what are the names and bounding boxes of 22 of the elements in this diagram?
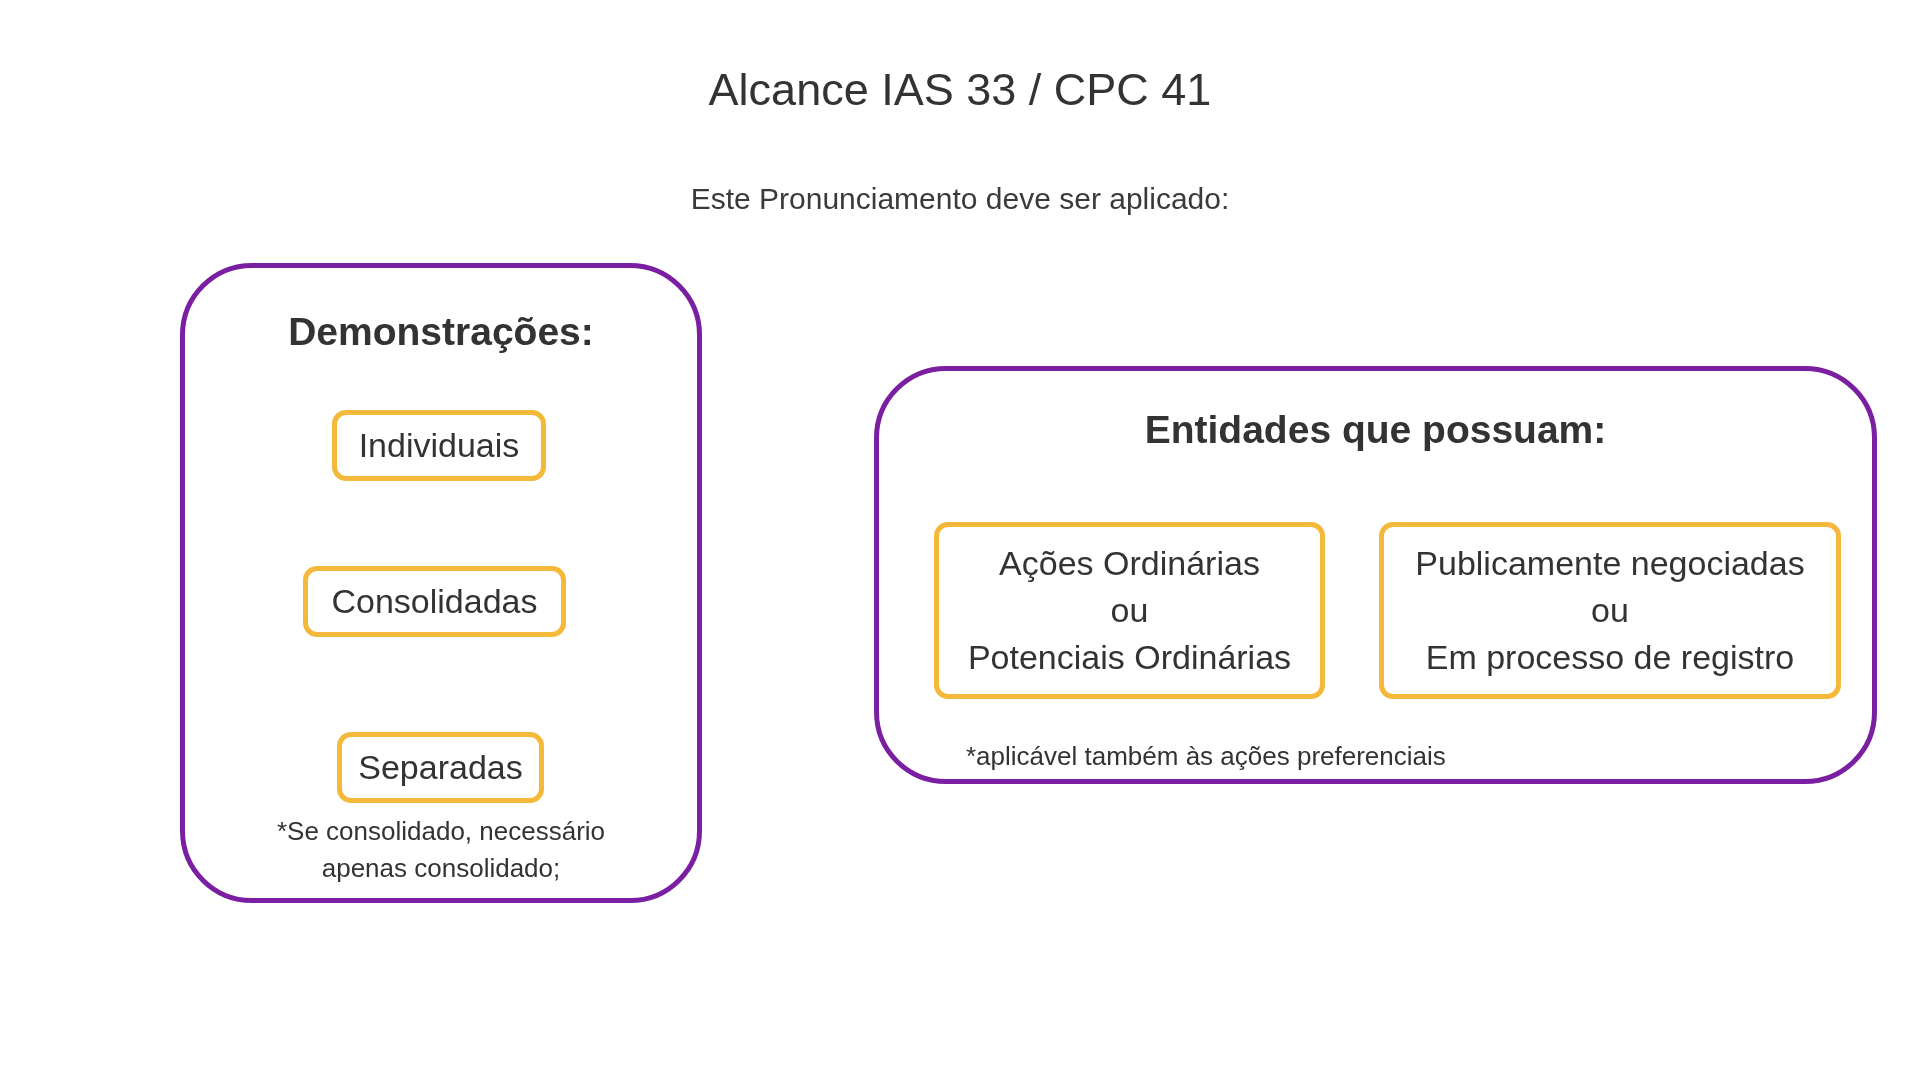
panel-heading: Demonstrações: [287, 309, 595, 355]
box-label: ou [1110, 590, 1149, 631]
box-label: Consolidadas [331, 581, 538, 622]
box-label: ou [1591, 590, 1629, 631]
category-box [934, 522, 1325, 699]
intro-text: Este Pronunciamento deve ser aplicado: [689, 181, 1231, 217]
box-label: Em processo de registro [1425, 637, 1795, 678]
category-box [1379, 522, 1841, 699]
diagram-title: Alcance IAS 33 / CPC 41 [707, 63, 1213, 117]
group-panel [874, 366, 1877, 784]
category-box [332, 410, 546, 481]
footnote: *Se consolidado, necessário apenas consolidado; [275, 815, 607, 885]
box-label: Potenciais Ordinárias [967, 637, 1292, 678]
box-label: Separadas [358, 747, 523, 788]
group-panel [180, 263, 702, 903]
category-box [303, 566, 566, 637]
category-box [337, 732, 544, 803]
box-label: Publicamente negociadas [1415, 543, 1805, 584]
panel-heading: Entidades que possuam: [1143, 407, 1608, 453]
footnote: *aplicável também às ações preferenciais [966, 740, 1446, 773]
box-label: Individuais [358, 425, 520, 466]
box-label: Ações Ordinárias [999, 543, 1260, 584]
